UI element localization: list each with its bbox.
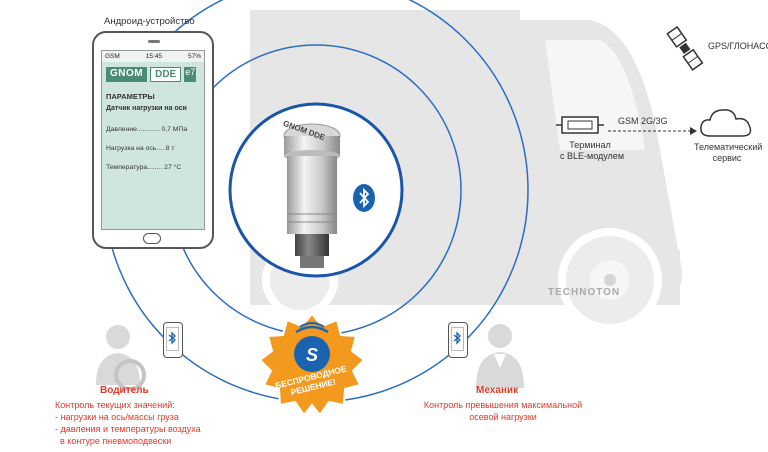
phone-screen: GSM 15:45 57% GNOM DDE e7 ПАРАМЕТРЫ Датч… <box>101 50 205 230</box>
mechanic-figure <box>476 324 524 388</box>
mechanic-description: Контроль превышения максимальной осевой … <box>418 399 588 423</box>
android-phone: GSM 15:45 57% GNOM DDE e7 ПАРАМЕТРЫ Датч… <box>92 31 214 249</box>
satellite-icon <box>666 25 704 71</box>
gsm-label: GSM 2G/3G <box>618 116 668 126</box>
technoton-watermark: TECHNOTON <box>548 287 621 298</box>
logo-gnom: GNOM <box>106 67 148 82</box>
terminal-icon <box>556 116 604 134</box>
logo-eco-icon: e7 <box>184 67 197 82</box>
gsm-arrow <box>608 127 697 135</box>
terminal-label: Терминал с BLE-модулем <box>560 140 625 162</box>
driver-line4: в контуре пневмоподвески <box>55 436 172 446</box>
telematics-label-line2: сервис <box>712 153 742 163</box>
driver-title: Водитель <box>100 385 149 396</box>
gps-label: GPS/ГЛОНАСС <box>708 41 768 51</box>
mechanic-line1: Контроль превышения максимальной <box>423 400 583 410</box>
screen-subtitle: Датчик нагрузки на оси <box>106 105 187 112</box>
driver-line2: - нагрузки на ось/массы груза <box>55 412 179 422</box>
app-logo: GNOM DDE e7 <box>102 62 204 86</box>
driver-phone-icon <box>163 322 183 358</box>
driver-line3: - давления и температуры воздуха <box>55 424 201 434</box>
android-device-label: Андроид-устройство <box>104 16 195 27</box>
terminal-label-line2: с BLE-модулем <box>560 151 625 161</box>
svg-text:S: S <box>306 345 318 365</box>
mechanic-line2: осевой нагрузки <box>469 412 537 422</box>
telematics-label-line1: Телематический <box>694 142 763 152</box>
driver-line1: Контроль текущих значений: <box>55 400 175 410</box>
status-bar: GSM 15:45 57% <box>102 51 204 62</box>
wireless-badge: S <box>258 312 366 417</box>
status-network: GSM <box>105 53 120 60</box>
status-time: 15:45 <box>145 53 163 60</box>
driver-description: Контроль текущих значений: - нагрузки на… <box>55 399 201 447</box>
axle-load-line: Нагрузка на ось.....8 т <box>106 145 175 152</box>
mechanic-phone-icon <box>448 322 468 358</box>
driver-bluetooth-icon <box>168 331 176 345</box>
pressure-line: Давление............ 0,7 МПа <box>106 126 188 133</box>
cloud-icon <box>700 109 752 137</box>
status-battery: 57% <box>187 53 201 60</box>
driver-figure <box>96 325 146 391</box>
mechanic-title: Механик <box>476 385 519 396</box>
bluetooth-icon <box>353 184 375 212</box>
load-sensor <box>283 123 341 268</box>
terminal-label-line1: Терминал <box>569 140 611 150</box>
mechanic-bluetooth-icon <box>453 331 461 345</box>
phone-home-button <box>143 233 161 244</box>
temperature-line: Температура........ 27 °C <box>106 164 182 171</box>
screen-title: ПАРАМЕТРЫ <box>106 92 155 101</box>
telematics-label: Телематический сервис <box>694 142 763 164</box>
logo-dde: DDE <box>150 67 182 82</box>
phone-camera <box>148 40 160 43</box>
